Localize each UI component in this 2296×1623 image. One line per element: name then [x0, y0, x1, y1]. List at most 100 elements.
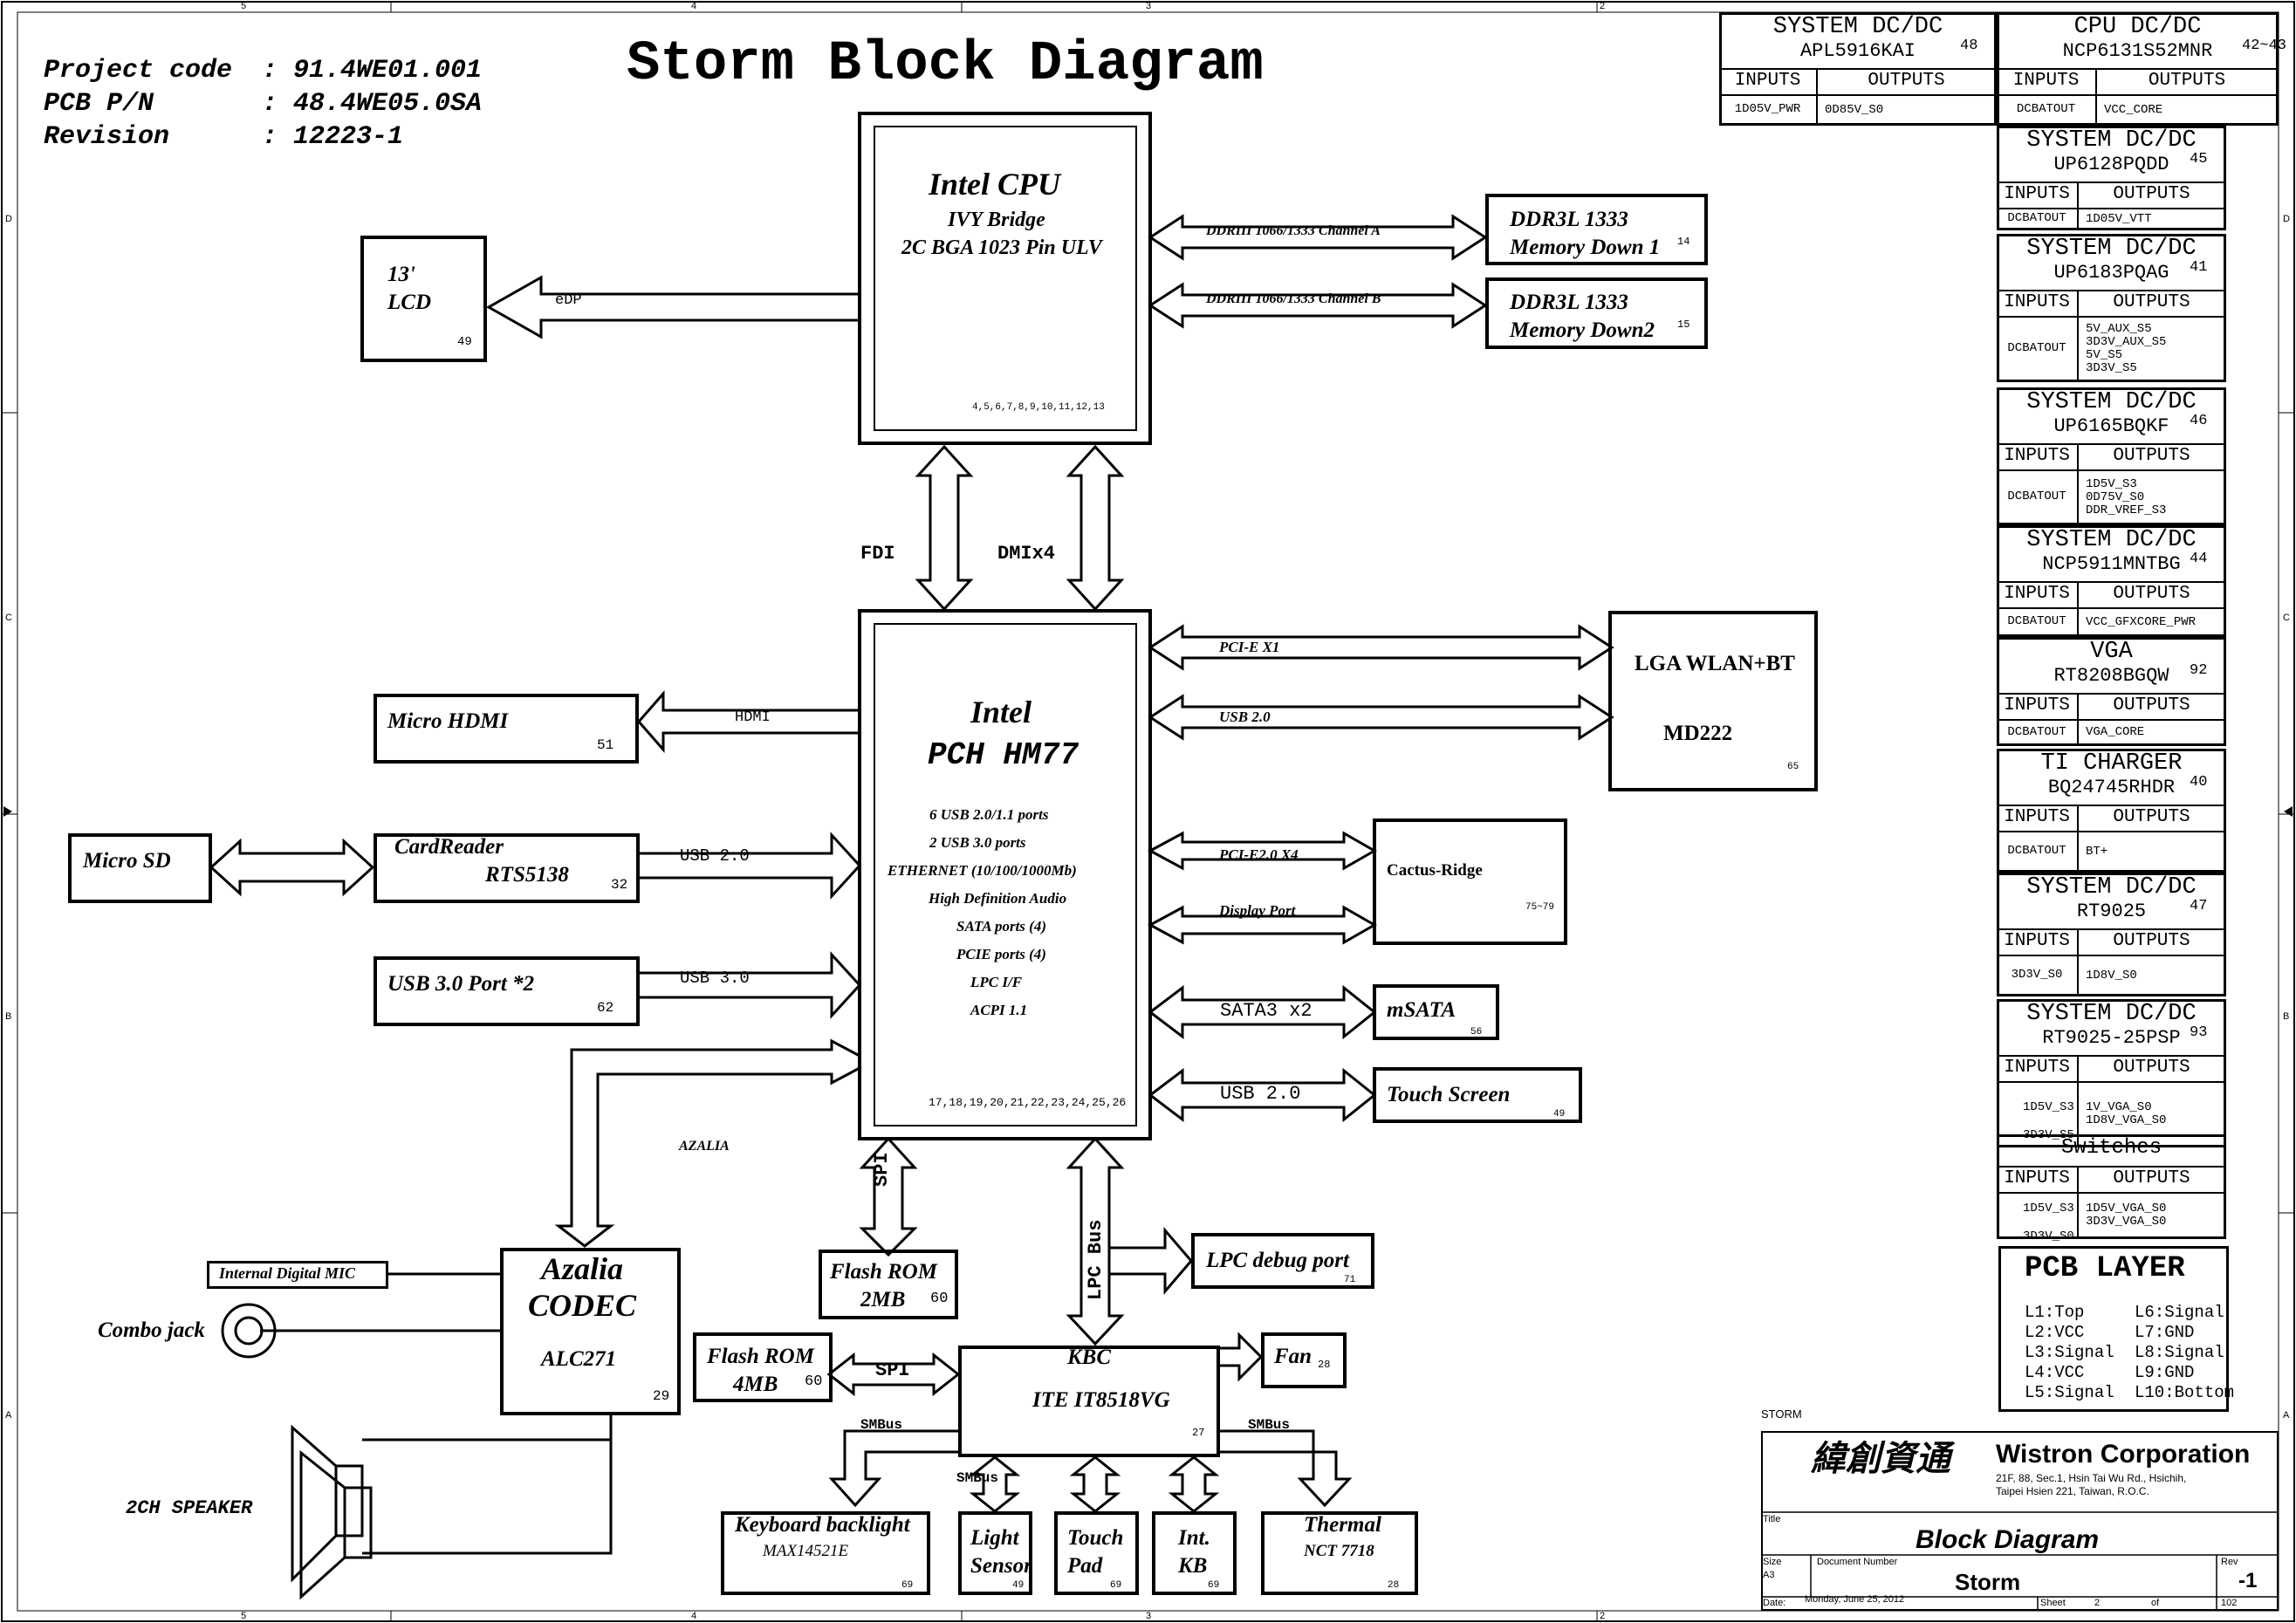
power-5-in-0: DCBATOUT: [2007, 614, 2066, 628]
power-8-part: RT9025: [2076, 901, 2147, 922]
power-4-block: [1997, 387, 2226, 525]
pcie-x1-arrow: [1148, 624, 1614, 671]
pcb-layer-entry: L7:GND: [2135, 1323, 2195, 1342]
tb-of: 102: [2221, 1598, 2238, 1608]
power-3-out-0: 5V_AUX_S5: [2086, 322, 2152, 336]
touchscreen-line1: Touch Screen: [1387, 1083, 1511, 1106]
thermal-page: 28: [1388, 1580, 1400, 1591]
pch-feature-5: PCIE ports (4): [956, 946, 1046, 962]
power-2-body-rule: [1997, 208, 2226, 209]
cardreader-page: 32: [611, 877, 628, 893]
power-4-header-rule: [1997, 443, 2226, 445]
touchscreen-page: 49: [1553, 1109, 1566, 1120]
project-code-label: Project code: [44, 56, 233, 86]
pch-outer: [858, 609, 1152, 1140]
power-4-page: 46: [2190, 413, 2208, 429]
power-6-header-rule: [1997, 693, 2226, 695]
power-10-out-1: 3D3V_VGA_S0: [2086, 1215, 2167, 1229]
ddr1-page: 14: [1677, 236, 1690, 248]
power-0-page: 48: [1960, 38, 1978, 54]
power-10-header-rule: [1997, 1166, 2226, 1168]
codec-block: [500, 1248, 681, 1415]
grid-top-4: 4: [691, 1, 697, 11]
pcb-layer-block: [1998, 1246, 2229, 1412]
pcb-pn-label: PCB P/N: [44, 89, 154, 119]
edp-arrow: [485, 275, 860, 339]
power-4-out-1: 0D75V_S0: [2086, 490, 2145, 504]
power-0-header-rule: [1719, 68, 1997, 70]
power-3-divider: [2077, 290, 2079, 380]
revision-value: : 12223-1: [262, 122, 404, 152]
power-5-page: 44: [2190, 551, 2208, 567]
kbbl-page: 69: [901, 1580, 914, 1591]
cardreader-line2: RTS5138: [485, 863, 569, 887]
grid-bottom-3: 3: [1146, 1611, 1152, 1621]
power-0-inputs-header: INPUTS: [1734, 71, 1801, 91]
pch-inner: [874, 623, 1137, 1127]
flash2-page: 60: [805, 1373, 823, 1390]
usb20-touch-label: USB 2.0: [1220, 1083, 1301, 1105]
pch-title: Intel: [970, 695, 1032, 729]
sata3-label: SATA3 x2: [1220, 1000, 1312, 1022]
power-7-out-0: BT+: [2086, 845, 2108, 859]
power-5-outputs-header: OUTPUTS: [2113, 584, 2190, 604]
power-0-part: APL5916KAI: [1799, 40, 1916, 62]
ddr1-line1: DDR3L 1333: [1510, 208, 1628, 231]
hdmi-arrow: [637, 690, 860, 753]
pcb-layer-entry: L6:Signal: [2135, 1303, 2224, 1322]
power-9-inputs-header: INPUTS: [2004, 1058, 2070, 1078]
frame-marker-left: [3, 806, 12, 817]
kbc-line2: ITE IT8518VG: [1032, 1388, 1170, 1412]
power-1-title: CPU DC/DC: [2073, 14, 2202, 40]
inner-frame: [17, 11, 2279, 1612]
power-6-part: RT8208BGQW: [2053, 665, 2169, 687]
ddr-a-label: DDRIII 1066/1333 Channel A: [1206, 223, 1381, 238]
power-2-outputs-header: OUTPUTS: [2113, 184, 2190, 204]
power-3-outputs-header: OUTPUTS: [2113, 292, 2190, 312]
hdmi-bus-label: HDMI: [735, 709, 771, 726]
power-7-header-rule: [1997, 805, 2226, 806]
power-7-title: TI CHARGER: [2040, 750, 2183, 777]
pch-pages: 17,18,19,20,21,22,23,24,25,26: [929, 1096, 1127, 1109]
power-10-title: Switches: [2060, 1136, 2162, 1160]
power-3-header-rule: [1997, 290, 2226, 291]
power-4-in-0: DCBATOUT: [2007, 490, 2066, 503]
combo-jack-label: Combo jack: [98, 1318, 205, 1342]
pch-subtitle: PCH HM77: [928, 737, 1079, 773]
wlan-block: [1608, 611, 1818, 791]
pcb-layer-entry: L2:VCC: [2025, 1323, 2085, 1342]
msata-page: 56: [1470, 1027, 1483, 1037]
pcie2-x4-label: PCI-E2.0 X4: [1219, 846, 1299, 863]
tb-storm: STORM: [1761, 1407, 1802, 1421]
cactus-block: [1373, 818, 1567, 945]
power-10-in-1: 3D3V_S0: [2023, 1229, 2074, 1243]
lcd-line1: 13': [387, 263, 415, 286]
wlan-page: 65: [1787, 762, 1799, 772]
power-2-in-0: DCBATOUT: [2007, 211, 2066, 225]
power-3-body-rule: [1997, 316, 2226, 318]
pch-feature-4: SATA ports (4): [956, 918, 1046, 935]
grid-top-5: 5: [241, 1, 247, 11]
combo-jack-outer: [221, 1303, 277, 1359]
power-8-inputs-header: INPUTS: [2004, 931, 2070, 951]
project-code-value: : 91.4WE01.001: [262, 56, 483, 86]
power-6-out-0: VGA_CORE: [2086, 725, 2145, 739]
light-line1: Light: [970, 1526, 1019, 1550]
tb-size-label: Size: [1763, 1557, 1782, 1567]
power-8-header-rule: [1997, 928, 2226, 930]
power-7-outputs-header: OUTPUTS: [2113, 807, 2190, 827]
lcd-block: [360, 236, 487, 362]
power-10-block: [1997, 1134, 2226, 1239]
tb-company: Wistron Corporation: [1996, 1440, 2251, 1469]
power-5-inputs-header: INPUTS: [2004, 584, 2070, 604]
power-9-part: RT9025-25PSP: [2042, 1027, 2181, 1049]
lpcdebug-line1: LPC debug port: [1206, 1249, 1349, 1272]
power-0-in-0: 1D05V_PWR: [1734, 102, 1801, 116]
pch-feature-2: ETHERNET (10/100/1000Mb): [888, 862, 1077, 879]
pch-feature-7: ACPI 1.1: [970, 1002, 1028, 1018]
tb-address-1: 21F, 88, Sec.1, Hsin Tai Wu Rd., Hsichih…: [1996, 1472, 2187, 1484]
flash1-line1: Flash ROM: [830, 1260, 937, 1284]
flash2-block: [693, 1332, 833, 1402]
codec-line1: Azalia: [541, 1251, 624, 1286]
